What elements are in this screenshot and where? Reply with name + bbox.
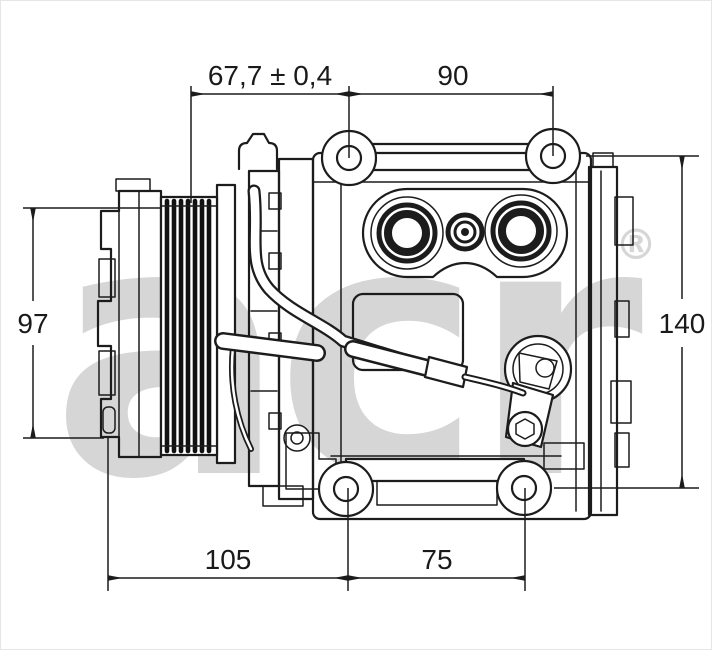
suction-port (484, 194, 558, 268)
dim-bottom-right-width: 75 (347, 544, 526, 581)
dim-label-bottom-right: 75 (421, 544, 452, 575)
bottom-right-lug (495, 459, 553, 517)
port-boss (361, 187, 569, 279)
dim-label-top-left: 67,7 ± 0,4 (208, 60, 332, 91)
dim-label-bottom-left: 105 (205, 544, 252, 575)
bottom-left-lug (317, 460, 375, 518)
discharge-port (370, 196, 444, 270)
bottom-mounting-lugs (285, 432, 585, 518)
clutch-hub (96, 178, 163, 459)
wiring-harness (214, 184, 527, 452)
dim-top-right-width: 90 (348, 60, 554, 97)
compressor-body-group (96, 127, 634, 521)
front-bolt-boss (283, 424, 311, 452)
dim-top-left-width: 67,7 ± 0,4 (190, 60, 350, 97)
pulley-grooves (164, 198, 212, 454)
sensor-port (445, 212, 485, 252)
dim-label-left: 97 (17, 308, 48, 339)
dim-bottom-left-width: 105 (107, 544, 349, 581)
dimension-annotations: 67,7 ± 0,4 90 97 140 105 75 (17, 60, 705, 591)
dim-label-top-right: 90 (437, 60, 468, 91)
dim-left-height: 97 (17, 207, 49, 439)
pulley (159, 183, 237, 465)
extension-lines (23, 86, 699, 591)
front-foot (285, 432, 337, 490)
harness-connector (423, 355, 469, 389)
dim-label-right: 140 (659, 308, 706, 339)
dim-right-height: 140 (659, 155, 706, 489)
rear-head (587, 152, 634, 517)
top-cap-fitting (237, 132, 279, 171)
rear-bracket (503, 334, 573, 449)
